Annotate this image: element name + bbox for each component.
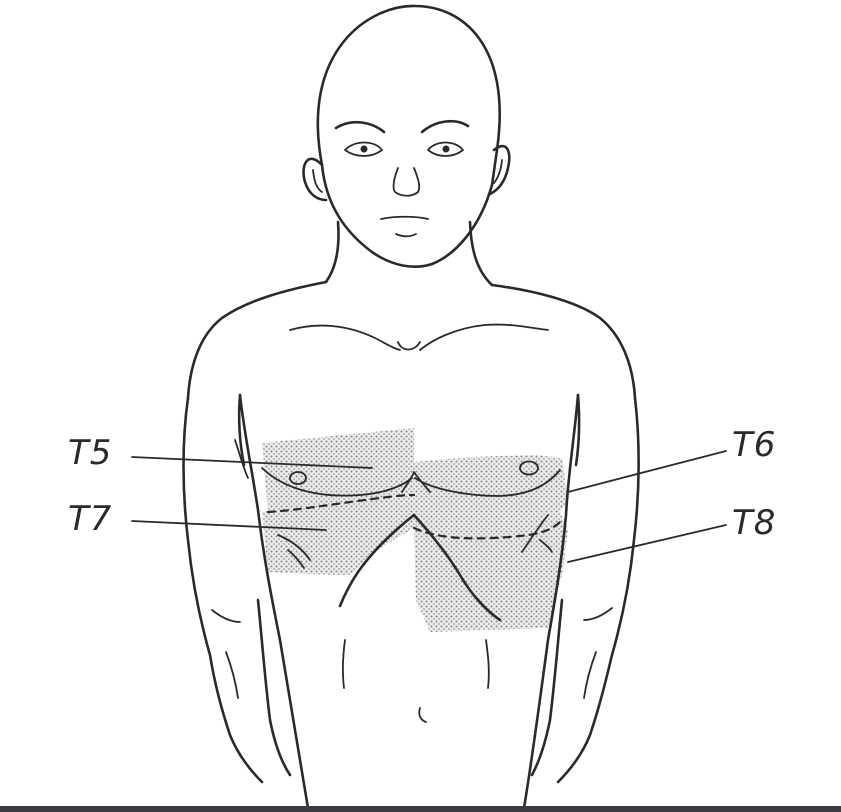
neck-and-shoulders bbox=[188, 222, 635, 398]
right-pupil bbox=[443, 146, 450, 153]
right-clavicle bbox=[420, 325, 548, 350]
left-eyebrow bbox=[336, 122, 384, 132]
chin-crease bbox=[396, 234, 416, 236]
right-arm-outer bbox=[558, 398, 639, 782]
nose bbox=[394, 168, 420, 196]
left-forearm-inner bbox=[258, 600, 290, 775]
navel bbox=[419, 708, 426, 722]
bottom-border bbox=[0, 806, 841, 812]
right-abdomen-line bbox=[486, 640, 489, 688]
label-t5: T5 bbox=[68, 433, 112, 473]
label-t6: T6 bbox=[732, 425, 776, 465]
neck-right bbox=[470, 222, 492, 285]
left-ear-inner bbox=[313, 170, 322, 192]
leader-t6 bbox=[568, 451, 726, 492]
label-t8: T8 bbox=[732, 503, 776, 543]
leader-t8 bbox=[568, 525, 726, 562]
right-shoulder bbox=[492, 285, 635, 398]
mouth bbox=[381, 217, 428, 219]
left-shoulder bbox=[188, 282, 326, 398]
left-abdomen-line bbox=[343, 640, 345, 688]
head-outline bbox=[318, 6, 500, 165]
left-elbow-mark bbox=[212, 610, 240, 622]
right-elbow-mark bbox=[584, 608, 612, 620]
neck-left bbox=[326, 222, 339, 282]
label-t7: T7 bbox=[68, 499, 112, 539]
right-wrist-mark bbox=[584, 652, 596, 698]
right-eyebrow bbox=[422, 121, 468, 132]
jaw-outline bbox=[322, 150, 497, 267]
left-clavicle bbox=[290, 326, 400, 350]
sternal-notch bbox=[398, 342, 420, 350]
left-pupil bbox=[361, 146, 368, 153]
left-wrist-mark bbox=[226, 652, 238, 698]
head bbox=[304, 6, 510, 267]
